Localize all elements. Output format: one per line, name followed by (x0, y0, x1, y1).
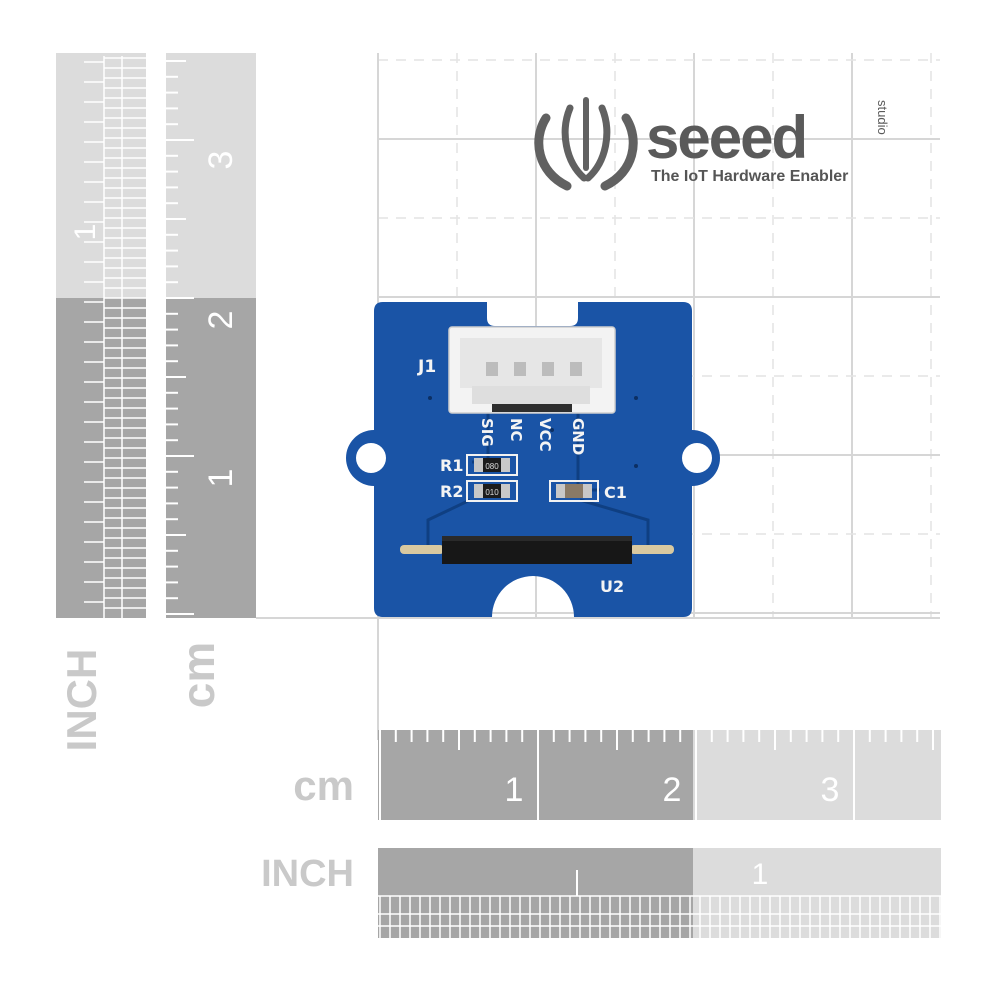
pin-label-nc: NC (507, 418, 525, 442)
resistor-r1: 080 (466, 454, 518, 476)
capacitor-label-c1: C1 (604, 483, 627, 502)
seeed-wordmark: seeed (646, 104, 806, 171)
resistor-label-r1: R1 (440, 456, 463, 475)
resistor-r2: 010 (466, 480, 518, 502)
pin-label-sig: SIG (478, 418, 496, 447)
pcb-vias (428, 396, 638, 468)
bottom-inch-label: INCH (261, 853, 354, 895)
reed-switch (400, 536, 674, 564)
bottom-cm-label: cm (293, 762, 354, 809)
pin-label-vcc: VCC (536, 418, 554, 452)
bottom-cm-ruler: 1 2 3 (378, 730, 941, 820)
left-cm-ruler: 3 2 1 (166, 53, 256, 618)
resistor-r1-marking: 080 (485, 462, 499, 471)
reed-switch-label: U2 (600, 577, 624, 596)
bottom-cm-number-1: 1 (505, 771, 524, 809)
left-cm-number-2: 2 (202, 311, 240, 330)
bottom-cm-number-2: 2 (663, 771, 682, 809)
left-cm-number-1: 1 (202, 469, 240, 488)
grove-board: J1 SIG NC VCC GND R1 R2 080 010 (346, 302, 720, 617)
mount-hole-right (682, 443, 712, 473)
bottom-inch-ruler: 1 (378, 848, 941, 938)
left-cm-number-3: 3 (202, 151, 240, 170)
left-inch-number: 1 (69, 224, 102, 241)
mount-hole-left (356, 443, 386, 473)
seeed-tagline: The IoT Hardware Enabler (651, 168, 848, 185)
pin-label-gnd: GND (569, 418, 587, 455)
resistor-r2-marking: 010 (485, 488, 499, 497)
bottom-inch-number: 1 (752, 858, 769, 891)
connector-label: J1 (417, 357, 436, 377)
resistor-label-r2: R2 (440, 482, 463, 501)
left-cm-label: cm (172, 642, 224, 708)
left-inch-label: INCH (58, 649, 105, 752)
left-inch-ruler: 1 (56, 53, 146, 618)
seeed-studio-suffix: studio (875, 100, 890, 135)
grove-connector (448, 326, 616, 414)
seeed-logo: seeed studio The IoT Hardware Enabler (534, 97, 890, 191)
seeed-logo-mark (534, 97, 638, 191)
capacitor-c1 (549, 480, 599, 502)
bottom-cm-number-3: 3 (821, 771, 840, 809)
